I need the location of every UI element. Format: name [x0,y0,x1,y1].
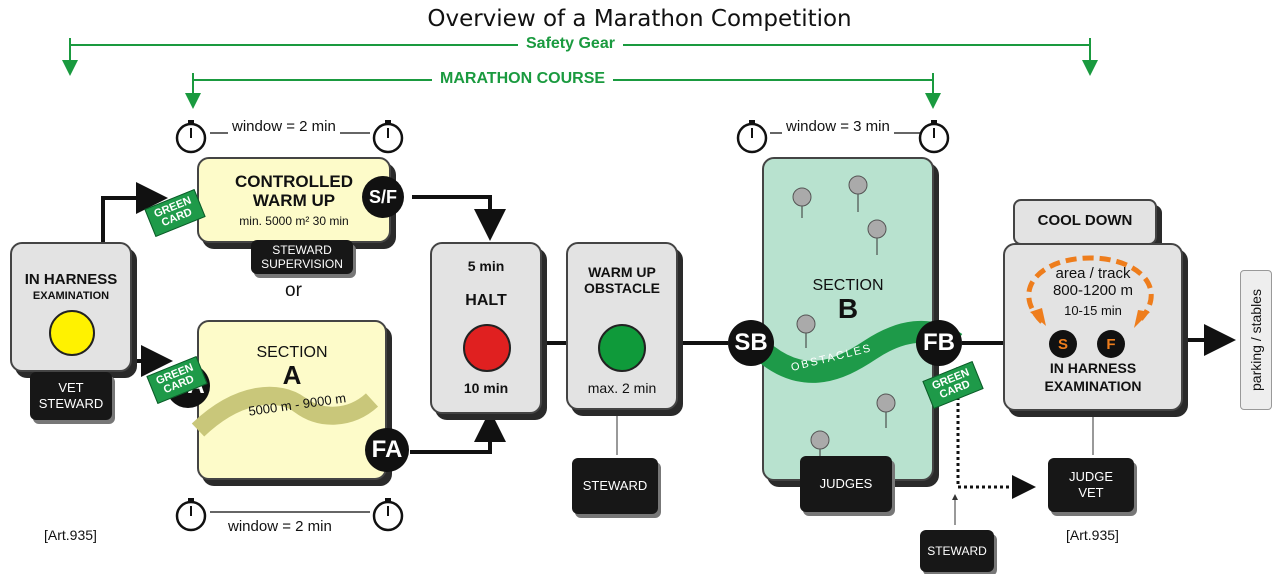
warm-up-detail: min. 5000 m² 30 min [239,214,349,228]
cool-down-start: S [1049,330,1077,358]
steward-supervision-badge: STEWARD SUPERVISION [251,240,353,274]
window-label-top-left: window = 2 min [228,118,340,135]
cool-down-exam-line2: EXAMINATION [1044,378,1142,394]
warm-up-line1: CONTROLLED [234,172,354,191]
section-b-letter: B [837,293,859,324]
obstacle-pin-icons [792,175,896,462]
judges-badge: JUDGES [800,456,892,512]
judge-vet-line1: JUDGE [1068,469,1114,484]
cool-down-box: area / track 800-1200 m 10-15 min IN HAR… [1003,243,1183,411]
art-ref-left: [Art.935] [44,527,97,543]
cool-down-track [1026,255,1154,328]
cool-down-title: COOL DOWN [1037,212,1133,229]
warm-up-obstacle-box: WARM UP OBSTACLE max. 2 min [566,242,678,410]
stopwatch-icon [372,498,404,532]
warm-up-obstacle-detail: max. 2 min [587,380,657,396]
vet-steward-line1: VET [58,380,84,395]
halt-top: 5 min [467,258,505,274]
exam-left-line2: EXAMINATION [32,290,110,302]
vet-steward-badge: VET STEWARD [30,372,112,420]
or-label: or [285,280,302,301]
marathon-course-label: MARATHON COURSE [432,70,614,88]
stopwatch-icon [175,120,207,154]
halt-label: HALT [465,292,507,309]
stopwatch-icon [372,120,404,154]
section-b-finish-node: FB [916,320,962,366]
section-a-path [191,386,379,437]
exam-left-line1: IN HARNESS [24,271,118,288]
stopwatch-icon [736,120,768,154]
halt-box: 5 min HALT 10 min [430,242,542,414]
steward-supervision-line2: SUPERVISION [261,257,343,271]
window-label-top-right: window = 3 min [782,118,894,135]
warm-up-obstacle-line2: OBSTACLE [584,280,660,296]
judge-vet-badge: JUDGE VET [1048,458,1134,512]
art-ref-right: [Art.935] [1066,527,1119,543]
steward-badge: STEWARD [572,458,658,514]
green-light-icon [598,324,646,372]
window-label-bottom-left: window = 2 min [224,518,336,535]
in-harness-examination-box: IN HARNESS EXAMINATION [10,242,132,372]
warm-up-obstacle-line1: WARM UP [588,264,656,280]
cool-down-header: COOL DOWN [1013,199,1157,245]
vet-steward-line2: STEWARD [38,396,104,411]
red-light-icon [463,324,511,372]
cool-down-finish: F [1097,330,1125,358]
steward-supervision-line1: STEWARD [272,243,332,257]
section-a-label: SECTION [256,344,328,361]
section-a-letter: A [282,360,302,390]
start-finish-node: S/F [362,176,404,218]
diagram-title: Overview of a Marathon Competition [427,6,852,32]
cool-down-exam-line1: IN HARNESS [1049,360,1137,376]
section-b-start-node: SB [728,320,774,366]
halt-bottom: 10 min [463,380,509,396]
cool-down-range: 800-1200 m [1052,282,1134,299]
section-a-finish-node: FA [365,428,409,472]
controlled-warm-up-box: CONTROLLED WARM UP min. 5000 m² 30 min [197,157,391,243]
steward-badge: STEWARD [920,530,994,572]
section-b-label: SECTION [812,277,884,294]
cool-down-area: area / track [1055,265,1131,282]
judge-vet-line2: VET [1078,485,1104,500]
warm-up-line2: WARM UP [252,191,336,210]
stopwatch-icon [918,120,950,154]
safety-gear-label: Safety Gear [518,35,623,53]
cool-down-time: 10-15 min [1064,303,1122,318]
stopwatch-icon [175,498,207,532]
yellow-light-icon [49,310,95,356]
parking-stables-label: parking / stables [1248,289,1264,391]
section-b-box: SECTION B [762,157,934,481]
parking-stables-box: parking / stables [1240,270,1272,410]
